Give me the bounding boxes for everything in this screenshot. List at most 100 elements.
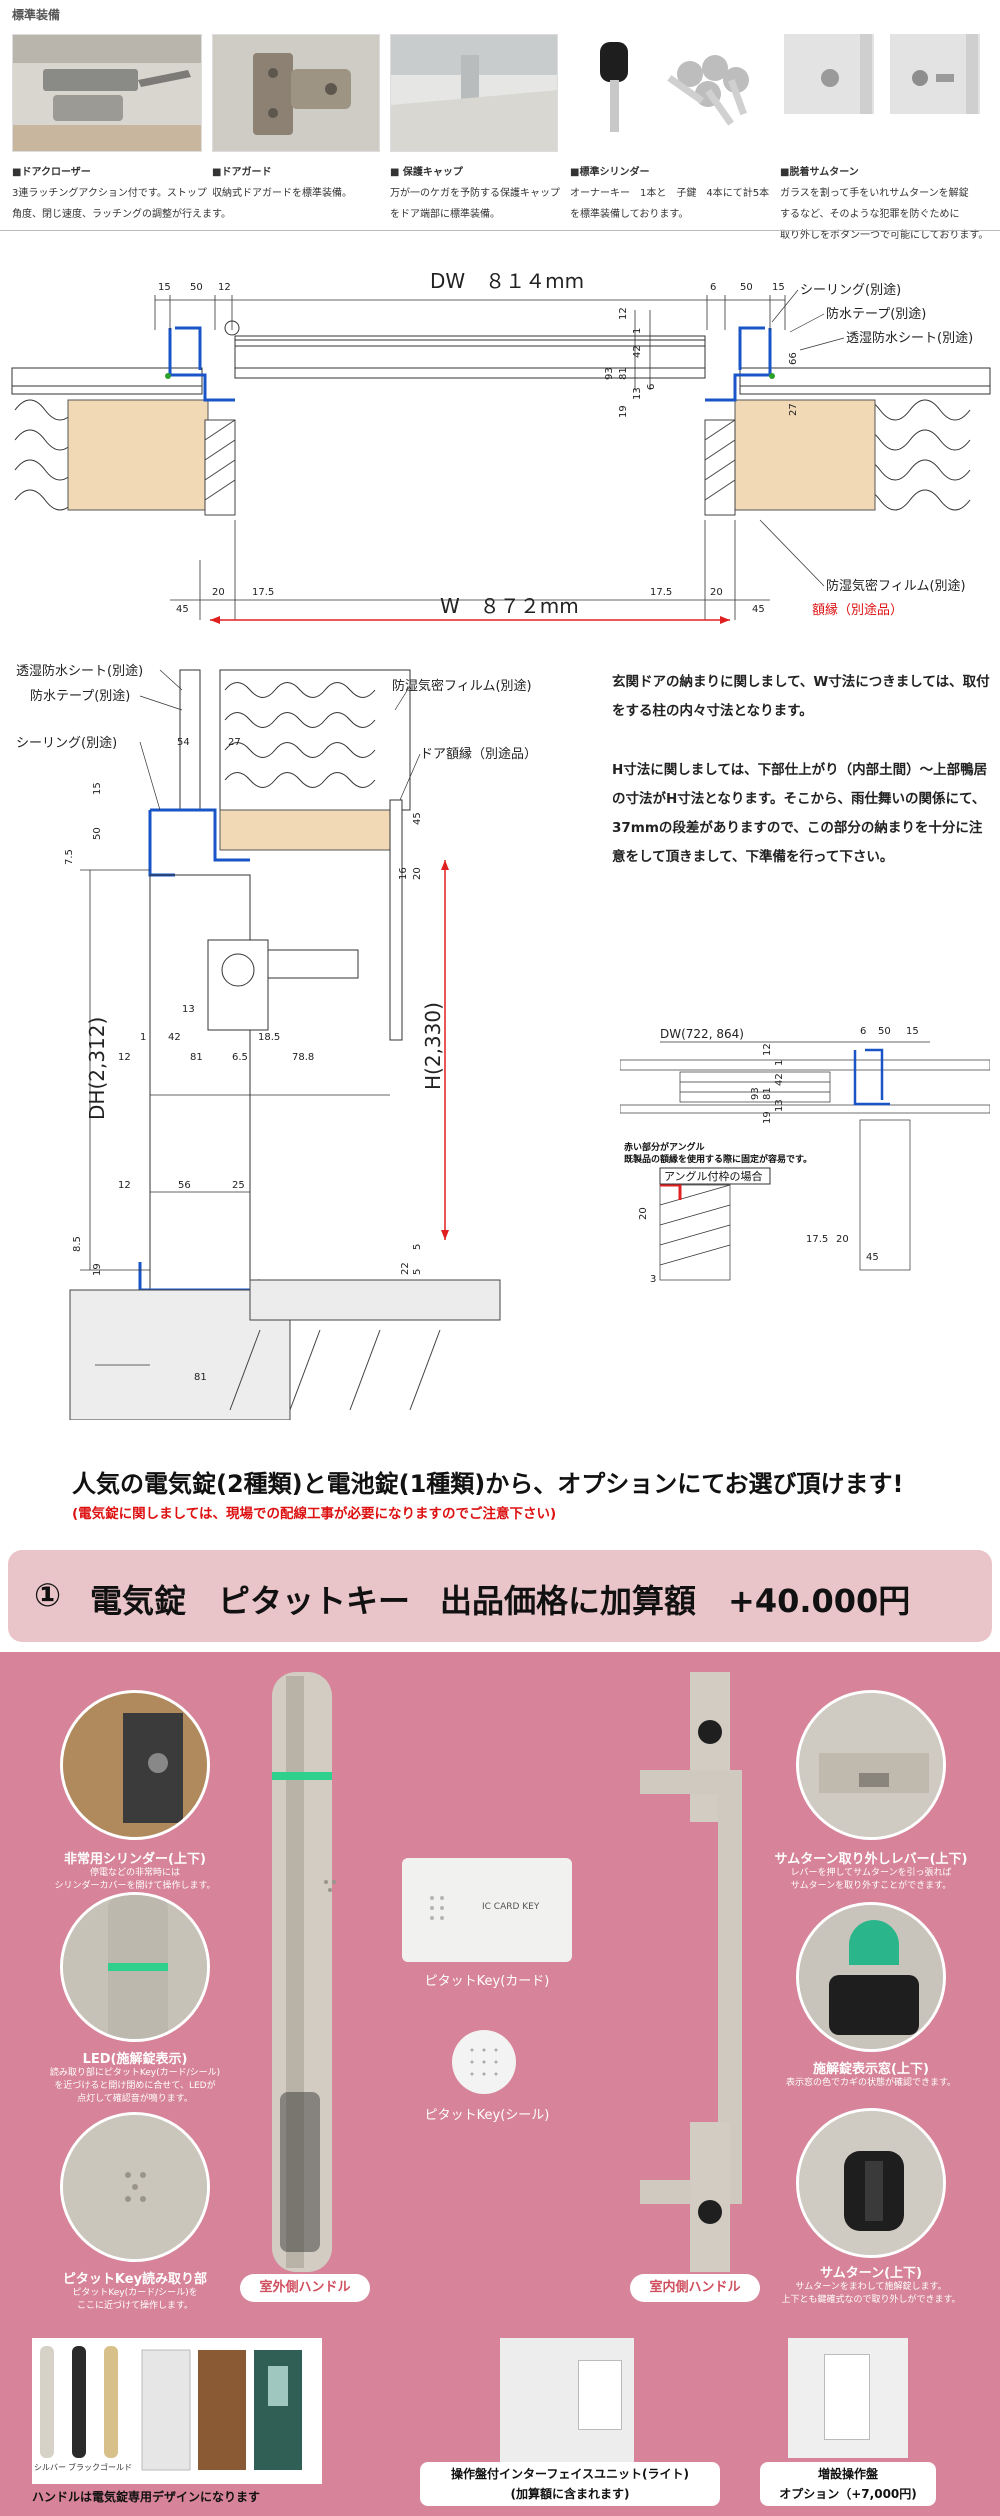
plan-label-sealing: シーリング(別途): [800, 282, 901, 298]
extra-panel-label: 増設操作盤 オプション（+7,000円): [760, 2462, 936, 2506]
section-dim-6-5: 6.5: [232, 1052, 248, 1063]
detail-bottom-20: 20: [836, 1234, 849, 1245]
detail-stack-93: 93: [750, 1087, 761, 1100]
plan-dim-r15: 15: [772, 282, 785, 293]
detail-angle-box: [659, 1167, 771, 1185]
section-dim-27: 27: [228, 737, 241, 748]
section-label-sealing: シーリング(別途): [16, 735, 117, 751]
section-dim-54: 54: [177, 737, 190, 748]
section-label-frame: ドア額縁（別途品）: [420, 746, 537, 762]
lock-indicator-photo: [796, 1902, 946, 2052]
section-dim-13: 13: [182, 1004, 195, 1015]
thumbturn-line1: ガラスを割って手をいれサムターンを解錠: [780, 188, 969, 199]
detail-dw-label: DW(722, 864): [660, 1027, 744, 1041]
plan-stack-6: 6: [646, 384, 657, 390]
card-label-text: ピタットKey(カード): [424, 1974, 550, 1989]
detail-angle-box-label: アングル付枠の場合: [664, 1169, 763, 1183]
section-dim-5a: 5: [412, 1244, 423, 1250]
cylinder-line2: を標準装備しております。: [570, 209, 689, 220]
door-closer-line2: 角度、閉じ速度、ラッチングの調整が行えます。: [12, 209, 231, 220]
detail-stack-12: 12: [762, 1043, 773, 1056]
section-label-vapor-film: 防湿気密フィルム(別途): [392, 678, 532, 694]
section-dim-20: 20: [412, 867, 423, 880]
emergency-cylinder-title: 非常用シリンダー(上下): [64, 1852, 206, 1867]
emergency-cylinder-caption: 非常用シリンダー(上下) 停電などの非常時には シリンダーカバーを開けて操作しま…: [30, 1848, 240, 1893]
section-dim-15: 15: [92, 782, 103, 795]
plan-bottom-175r: 17.5: [650, 587, 672, 598]
section-h-label: H(2,330): [421, 1002, 445, 1090]
plan-dw-label: DW ８１４mm: [430, 269, 584, 293]
section-dim-7-5: 7.5: [64, 849, 75, 865]
section-dim-56: 56: [178, 1180, 191, 1191]
standard-equipment-strip: 標準装備 ■ドアクローザー 3連ラッチングアクション付です。ストップ 角度、閉じ…: [0, 0, 1000, 241]
plan-stack-66: 66: [788, 352, 799, 365]
color-black: ブラック: [68, 2463, 100, 2472]
protective-cap-line2: をドア端部に標準装備。: [390, 209, 500, 220]
detail-stack-81: 81: [762, 1087, 773, 1100]
section-dim-12a: 12: [118, 1052, 131, 1063]
section-label-tape: 防水テープ(別途): [30, 688, 130, 704]
pitat-card-image: IC CARD KEY: [402, 1858, 572, 1962]
key-reader-desc2: ここに近づけて操作します。: [76, 2301, 194, 2311]
plan-stack-27: 27: [788, 403, 799, 416]
detail-angle-note2: 既製品の額縁を使用する際に固定が容易です。: [624, 1153, 812, 1165]
plan-dim-r50: 50: [740, 282, 753, 293]
small-detail-drawing: DW(722, 864) 6 50 15 12 1 42 81 93 13 19…: [620, 1026, 990, 1285]
seal-label: ピタットKey(シール): [402, 2104, 572, 2123]
extra-panel-label1: 増設操作盤: [817, 2467, 878, 2481]
protective-cap-line1: 万が一のケガを予防する保護キャップ: [390, 188, 560, 199]
plan-label-vapor-film: 防湿気密フィルム(別途): [826, 578, 966, 594]
handle-colors-caption: ハンドルは電気錠専用デザインになります: [32, 2490, 261, 2504]
thumbturn-photo: [780, 34, 990, 152]
section-dim-18-5: 18.5: [258, 1032, 280, 1043]
protective-cap-photo: [390, 34, 558, 152]
cylinder-title: ■標準シリンダー: [570, 167, 650, 178]
outer-handle-image: [272, 1672, 336, 2272]
option-name: 電気錠 ピタットキー: [90, 1582, 411, 1620]
plan-bottom-175l: 17.5: [252, 587, 274, 598]
section-dim-8-5: 8.5: [72, 1236, 83, 1252]
thumbturn-lever-caption: サムターン取り外しレバー(上下) レバーを押してサムターンを引っ張れば サムター…: [760, 1848, 982, 1893]
section-label-sheet: 透湿防水シート(別途): [16, 663, 143, 679]
seal-label-text: ピタットKey(シール): [424, 2108, 550, 2123]
plan-bottom-45r: 45: [752, 604, 765, 615]
inner-handle-image: [640, 1672, 742, 2272]
emergency-cylinder-desc1: 停電などの非常時には: [89, 1868, 180, 1878]
pitat-seal-image: [452, 2030, 516, 2094]
card-text: IC CARD KEY: [482, 1902, 540, 1912]
door-closer-photo: [12, 34, 202, 152]
detail-stack-13: 13: [774, 1099, 785, 1112]
plan-dim-l15: 15: [158, 282, 171, 293]
section-dim-42: 42: [168, 1032, 181, 1043]
section-dim-19: 19: [92, 1263, 103, 1276]
detail-top-6: 6: [860, 1026, 866, 1037]
plan-stack-42: 42: [632, 345, 643, 358]
detail-angle-note1: 赤い部分がアングル: [624, 1141, 705, 1153]
card-label: ピタットKey(カード): [402, 1970, 572, 1989]
detail-stack-19: 19: [762, 1111, 773, 1124]
outer-handle-label: 室外側ハンドル: [240, 2274, 370, 2302]
standard-equipment-header: 標準装備: [12, 8, 61, 22]
protective-cap-text: ■ 保護キャップ 万が一のケガを予防する保護キャップ をドア端部に標準装備。: [390, 162, 560, 225]
detail-stack-42: 42: [774, 1073, 785, 1086]
plan-right-stack: 12 1 42 81 93 6 13 19 66 27: [604, 307, 799, 418]
thumbturn-knob-photo: [796, 2108, 946, 2258]
thumbturn-line3: 取り外しをボタン一つで可能にしております。: [780, 230, 989, 241]
section-dim-81a: 81: [190, 1052, 203, 1063]
plan-label-frame: 額縁（別途品）: [812, 602, 903, 618]
emergency-cylinder-photo: [60, 1690, 210, 1840]
lock-indicator-caption: 施解錠表示窓(上下) 表示窓の色でカギの状態が確認できます。: [760, 2058, 982, 2090]
thumbturn-line2: するなど、そのような犯罪を防ぐために: [780, 209, 960, 220]
thumbturn-lever-title: サムターン取り外しレバー(上下): [774, 1852, 968, 1867]
key-reader-caption: ピタットKey読み取り部 ピタットKey(カード/シール)を ここに近づけて操作…: [30, 2268, 240, 2313]
door-closer-title: ■ドアクローザー: [12, 167, 91, 178]
lock-indicator-title: 施解錠表示窓(上下): [813, 2062, 929, 2077]
section-dim-25: 25: [232, 1180, 245, 1191]
plan-w-label: W ８７２mm: [440, 594, 579, 618]
section-dim-78-8: 78.8: [292, 1052, 314, 1063]
door-closer-text: ■ドアクローザー 3連ラッチングアクション付です。ストップ 角度、閉じ速度、ラッ…: [12, 162, 231, 225]
led-desc3: 点灯して確認音が鳴ります。: [77, 2094, 193, 2104]
section-dim-22: 22: [400, 1262, 411, 1275]
price-band: ① 電気錠 ピタットキー 出品価格に加算額 +40.000円: [8, 1550, 992, 1642]
